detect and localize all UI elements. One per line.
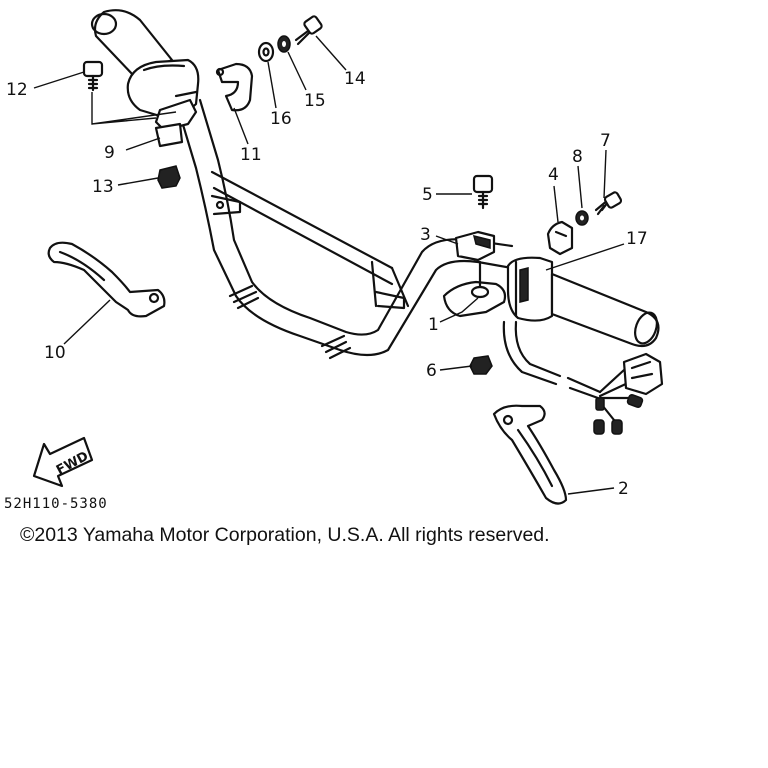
part-7-screw — [594, 191, 623, 216]
copyright-notice: ©2013 Yamaha Motor Corporation, U.S.A. A… — [20, 524, 550, 546]
part-4-clamp — [546, 220, 574, 256]
part-1-holder — [442, 260, 507, 318]
part-5-bolt — [472, 174, 494, 210]
callout-5: 5 — [422, 185, 433, 205]
callout-11: 11 — [240, 145, 262, 165]
part-2-brake-lever — [492, 404, 568, 505]
part-13-nut — [157, 165, 181, 189]
callout-14: 14 — [344, 69, 366, 89]
callout-6: 6 — [426, 361, 437, 381]
part-14-screw — [294, 15, 323, 46]
callout-9: 9 — [104, 143, 115, 163]
handlebar-tube — [176, 98, 514, 360]
part-15-lockwasher — [277, 35, 291, 53]
part-8-washer — [575, 210, 589, 226]
callout-13: 13 — [92, 177, 114, 197]
left-switch-housing — [126, 58, 200, 148]
callout-3: 3 — [420, 225, 431, 245]
forward-direction-arrow-icon: FWD — [32, 436, 94, 488]
wiring-harness — [502, 320, 664, 435]
callout-7: 7 — [600, 131, 611, 151]
callout-1: 1 — [428, 315, 439, 335]
diagram-code: 52H110-5380 — [4, 496, 108, 512]
callout-labels: 12 9 13 11 16 15 14 10 5 3 1 6 4 8 7 17 … — [6, 69, 648, 499]
callout-10: 10 — [44, 343, 66, 363]
part-17-throttle-housing — [506, 256, 554, 322]
part-3-switch — [454, 230, 496, 262]
callout-16: 16 — [270, 109, 292, 129]
callout-17: 17 — [626, 229, 648, 249]
part-12-bolt — [82, 60, 104, 92]
leader-lines — [33, 35, 625, 495]
callout-4: 4 — [548, 165, 559, 185]
callout-15: 15 — [304, 91, 326, 111]
part-16-washer — [257, 41, 275, 63]
right-grip — [550, 272, 660, 348]
callout-8: 8 — [572, 147, 583, 167]
callout-2: 2 — [618, 479, 629, 499]
part-11-clamp — [215, 62, 254, 112]
part-10-clutch-lever — [47, 241, 166, 318]
callout-12: 12 — [6, 80, 28, 100]
part-6-nut — [469, 355, 493, 375]
